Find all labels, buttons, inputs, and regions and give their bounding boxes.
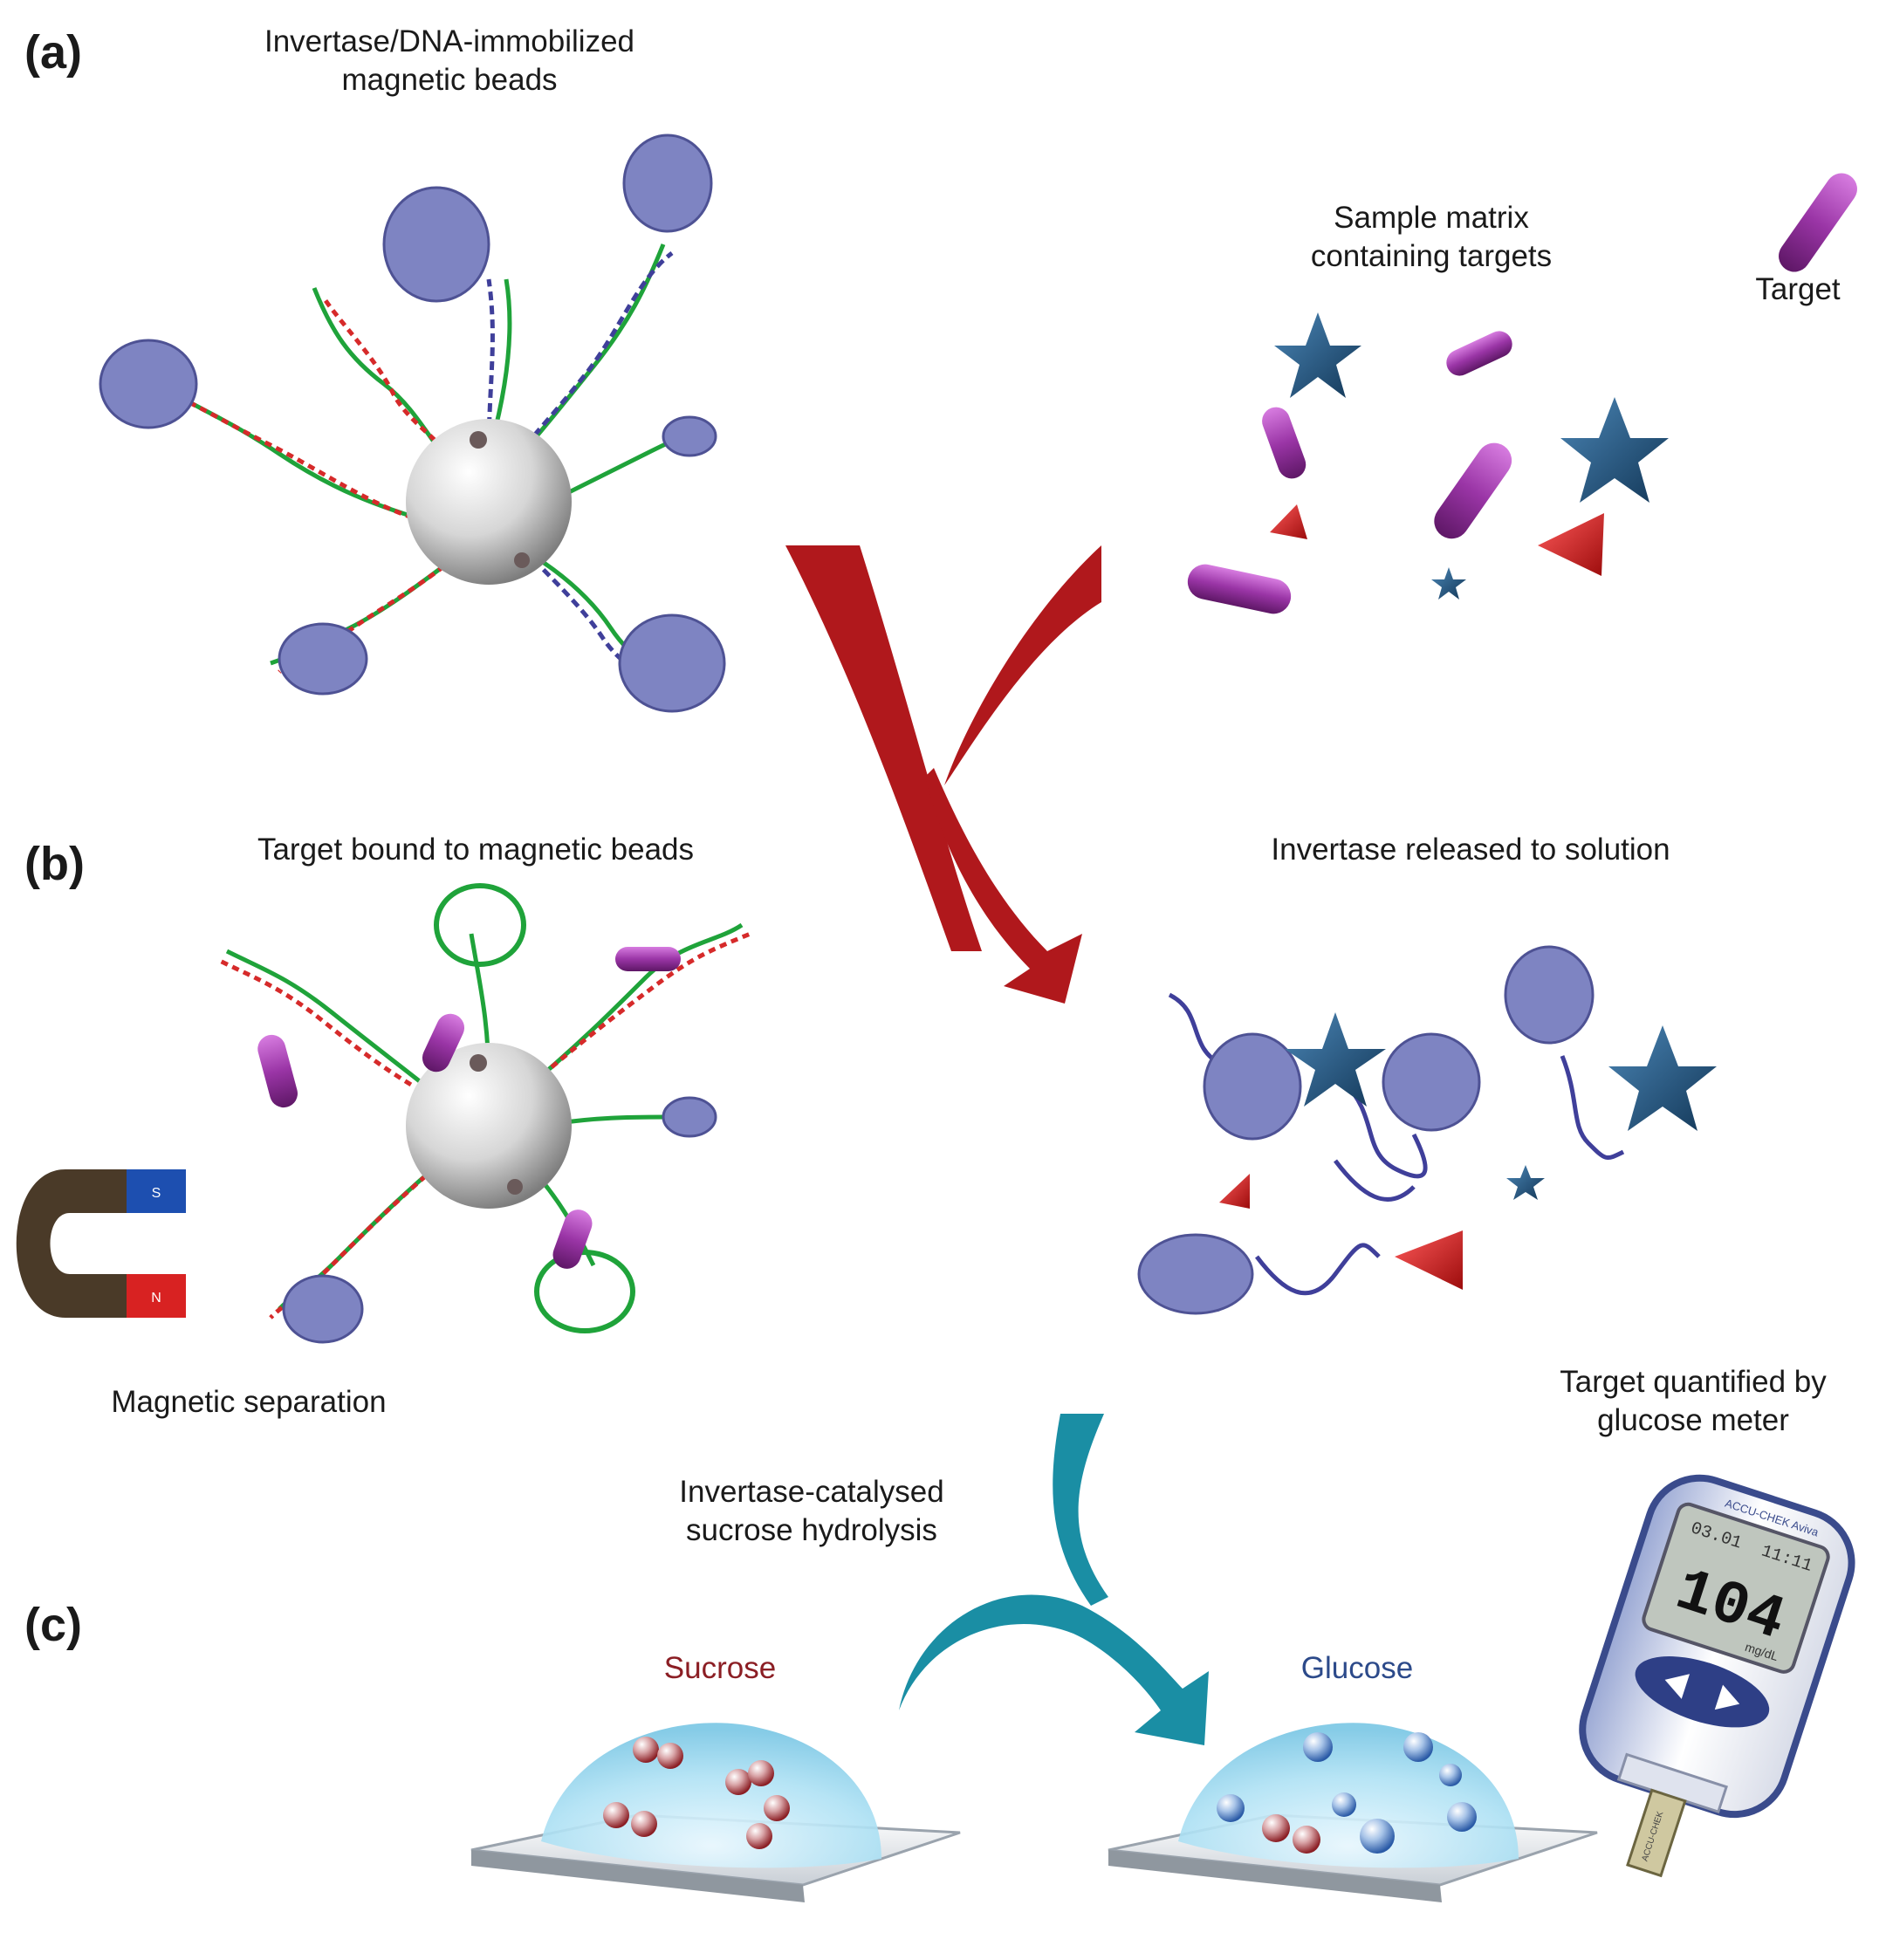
panel-label-a: (a) bbox=[24, 26, 82, 79]
glucose-molecule-icon bbox=[1217, 1732, 1477, 1854]
magnet-s-label: S bbox=[152, 1186, 161, 1201]
quantified-label-line1: Target quantified by bbox=[1560, 1365, 1827, 1399]
beads-label: Invertase/DNA-immobilized magnetic beads bbox=[244, 23, 655, 99]
hydrolysis-label-line1: Invertase-catalysed bbox=[679, 1475, 944, 1509]
quantified-label-line2: glucose meter bbox=[1597, 1403, 1789, 1437]
panel-a-bead-assembly bbox=[99, 134, 726, 713]
magnetic-separation-label: Magnetic separation bbox=[111, 1385, 387, 1419]
sucrose-droplet bbox=[470, 1723, 961, 1902]
sample-matrix-label-line1: Sample matrix bbox=[1334, 201, 1529, 235]
magnet-n-pole bbox=[127, 1274, 186, 1318]
red-curved-arrow bbox=[785, 545, 1101, 1004]
glucose-meter: 03.01 11:11 104 mg/dL ACCU-CHEK Aviva AC… bbox=[1579, 1474, 1855, 1878]
panel-b-bead-assembly bbox=[216, 883, 751, 1344]
sucrose-molecule-icon bbox=[603, 1737, 790, 1849]
magnet-s-pole bbox=[127, 1169, 186, 1213]
magnet-n-label: N bbox=[151, 1291, 161, 1306]
target-bound-label: Target bound to magnetic beads bbox=[257, 833, 695, 867]
magnetic-bead-b bbox=[406, 1043, 572, 1209]
beads-label-line1: Invertase/DNA-immobilized bbox=[264, 24, 635, 58]
meter-screen bbox=[1642, 1502, 1830, 1674]
meter-button-pad bbox=[1635, 1656, 1770, 1728]
meter-right-arrow-icon bbox=[1714, 1684, 1740, 1710]
enzyme-cluster-icon bbox=[99, 134, 726, 713]
hydrolysis-label-line2: sucrose hydrolysis bbox=[686, 1513, 937, 1547]
meter-left-arrow-icon bbox=[1664, 1674, 1691, 1699]
target-label: Target bbox=[1755, 272, 1841, 306]
panel-label-b: (b) bbox=[24, 838, 85, 890]
beads-label-line2: magnetic beads bbox=[341, 63, 558, 97]
invertase-released-label: Invertase released to solution bbox=[1271, 833, 1670, 867]
magnetic-bead-a bbox=[406, 419, 572, 585]
triangle-molecule-icon bbox=[1270, 504, 1604, 576]
sample-matrix-label: Sample matrix containing targets bbox=[1257, 199, 1606, 276]
released-invertase bbox=[1137, 945, 1717, 1315]
sample-matrix bbox=[1187, 173, 1857, 614]
sucrose-label: Sucrose bbox=[663, 1651, 777, 1685]
glucose-label: Glucose bbox=[1300, 1651, 1414, 1685]
star-molecule-icon bbox=[1274, 312, 1669, 600]
target-capsule-icon bbox=[1187, 173, 1857, 614]
hydrolysis-label: Invertase-catalysed sucrose hydrolysis bbox=[646, 1473, 977, 1550]
quantified-label: Target quantified by glucose meter bbox=[1519, 1363, 1868, 1440]
panel-label-c: (c) bbox=[24, 1599, 82, 1651]
magnet-icon: S N bbox=[16, 1169, 186, 1318]
test-strip bbox=[1626, 1788, 1687, 1878]
sample-matrix-label-line2: containing targets bbox=[1310, 239, 1553, 273]
glucose-droplet bbox=[1108, 1723, 1598, 1902]
teal-curved-arrow bbox=[860, 1414, 1209, 1745]
